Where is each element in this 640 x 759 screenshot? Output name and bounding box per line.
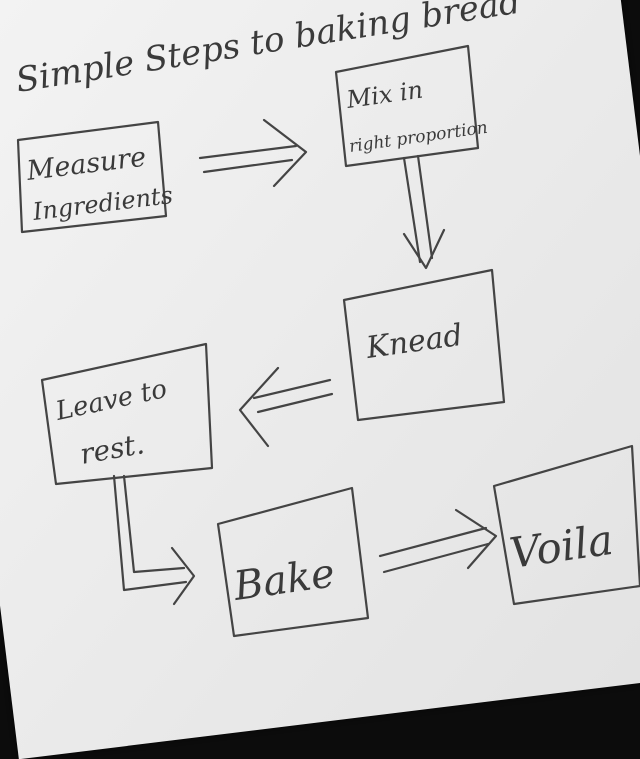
flowchart-diagram: Simple Steps to baking bread Measure Ing… (13, 0, 640, 638)
mix-box (334, 44, 480, 168)
voila-box (492, 444, 640, 606)
measure-box (16, 120, 168, 234)
bake-box (216, 486, 370, 638)
bake-label: Bake (230, 550, 338, 610)
rest-box (40, 342, 214, 486)
mix-label-line2: right proportion (348, 118, 489, 157)
rest-label-line2: rest. (77, 427, 146, 471)
step-rest: Leave to rest. (40, 342, 214, 486)
step-bake: Bake (216, 486, 370, 638)
rest-label-line1: Leave to (52, 374, 169, 427)
step-measure-ingredients: Measure Ingredients (16, 120, 174, 234)
step-voila: Voila (492, 444, 640, 606)
arrow-knead-to-rest (238, 366, 334, 448)
measure-label-line1: Measure (24, 142, 148, 187)
voila-label: Voila (507, 515, 616, 578)
knead-label: Knead (363, 318, 464, 366)
arrow-measure-to-mix (198, 118, 308, 188)
arrow-rest-to-bake (112, 474, 196, 606)
arrow-mix-to-knead (402, 154, 446, 270)
measure-label-line2: Ingredients (30, 181, 174, 226)
knead-box (342, 268, 506, 422)
mix-label-line1: Mix in (344, 76, 425, 115)
step-knead: Knead (342, 268, 506, 422)
arrow-bake-to-voila (378, 508, 498, 574)
step-mix: Mix in right proportion (334, 44, 489, 168)
